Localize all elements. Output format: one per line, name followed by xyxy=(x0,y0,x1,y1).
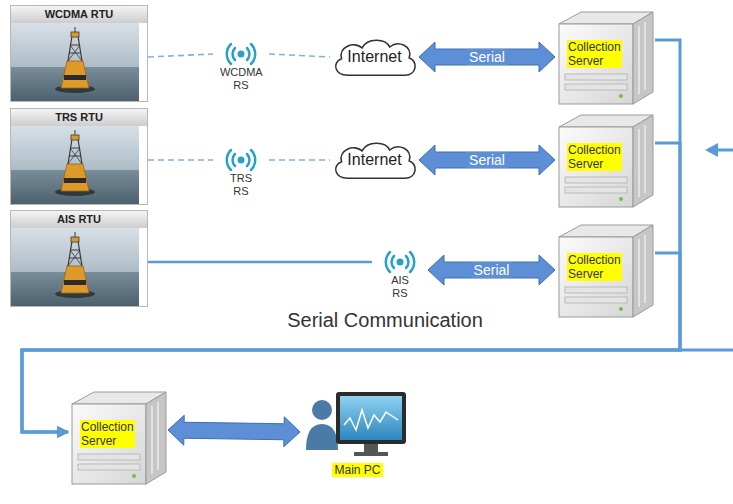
node-label: Main PC xyxy=(332,463,382,477)
server-icon xyxy=(559,12,653,104)
main-pc-icon xyxy=(306,392,406,456)
internet-cloud: Internet xyxy=(330,140,419,180)
node-label: TRS RS xyxy=(230,172,252,198)
antenna-station: TRS RS xyxy=(213,146,269,198)
antenna-icon xyxy=(227,150,255,170)
cloud-shape xyxy=(336,40,415,75)
node-label: AIS RTU xyxy=(11,211,147,228)
edge-label: Serial xyxy=(466,152,508,168)
radio-link xyxy=(148,54,213,57)
server-icon xyxy=(559,225,653,317)
collection-server: Collection Server xyxy=(555,113,655,208)
radio-link xyxy=(269,159,330,161)
node-label: Internet xyxy=(347,151,401,169)
serial-arrow xyxy=(419,42,555,72)
server-icon xyxy=(72,392,166,484)
radio-link xyxy=(148,159,213,161)
node-label: WCDMA RTU xyxy=(11,6,147,23)
collection-server: Collection Server xyxy=(68,390,168,485)
bus-connector xyxy=(22,143,680,432)
radio-link xyxy=(148,261,372,264)
collection-server: Collection Server xyxy=(555,10,655,105)
antenna-icon xyxy=(386,252,414,272)
bus-line xyxy=(680,143,733,350)
node-label: AIS RS xyxy=(391,274,409,300)
bus-connector xyxy=(22,40,680,432)
buoy-photo xyxy=(11,23,139,101)
buoy-photo xyxy=(11,228,139,306)
edge-label: Serial xyxy=(466,49,508,65)
antenna-icon xyxy=(227,44,255,64)
node-label: Collection Server xyxy=(80,420,135,448)
node-label: Internet xyxy=(347,48,401,66)
main-pc: Main PC xyxy=(300,385,415,485)
collection-server: Collection Server xyxy=(555,223,655,318)
internet-cloud: Internet xyxy=(330,37,419,77)
node-label: Collection Server xyxy=(567,143,622,171)
serial-arrow xyxy=(168,415,300,447)
serial-arrow xyxy=(428,255,555,285)
server-icon xyxy=(559,115,653,207)
serial-arrow xyxy=(419,145,555,175)
node-label: Collection Server xyxy=(567,40,622,68)
node-label: TRS RTU xyxy=(11,109,147,126)
cloud-shape xyxy=(336,143,415,178)
rtu-panel: AIS RTU xyxy=(10,210,148,307)
node-label: WCDMA RS xyxy=(220,66,262,92)
section-label: Serial Communication xyxy=(287,308,483,332)
bus-connector xyxy=(22,253,680,432)
rtu-panel: TRS RTU xyxy=(10,108,148,205)
antenna-station: AIS RS xyxy=(372,248,428,300)
node-label: Collection Server xyxy=(567,253,622,281)
buoy-photo xyxy=(11,126,139,204)
edge-label: Serial xyxy=(471,262,513,278)
radio-link xyxy=(269,54,330,57)
rtu-panel: WCDMA RTU xyxy=(10,5,148,102)
antenna-station: WCDMA RS xyxy=(213,40,269,92)
